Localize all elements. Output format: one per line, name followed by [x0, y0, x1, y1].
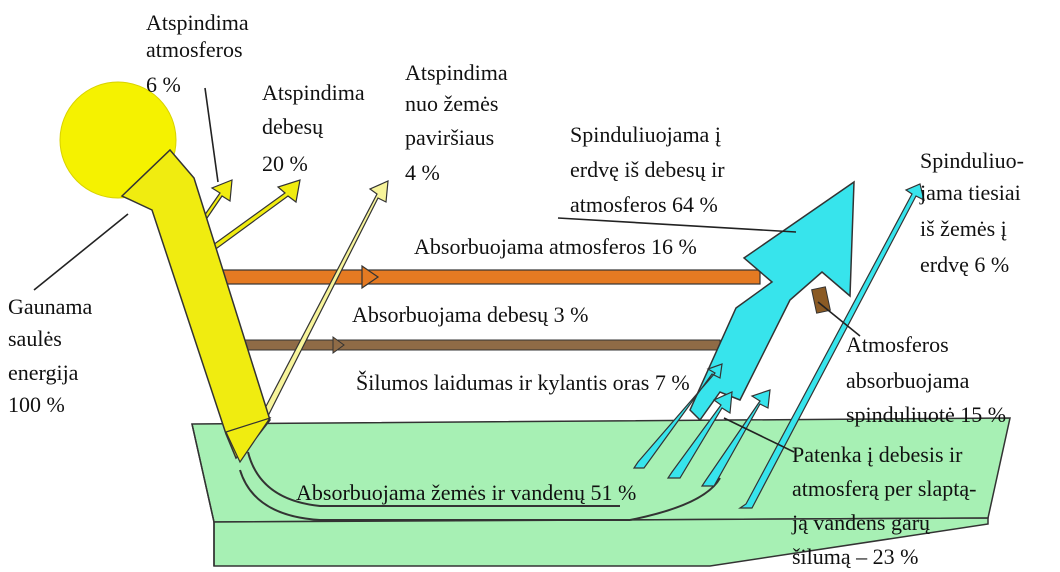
- label-absorbed-clouds: Absorbuojama debesų 3 %: [352, 302, 588, 327]
- label-incoming-solar: Gaunama saulės energija 100 %: [8, 294, 98, 417]
- incoming-solar-arrow: [122, 150, 270, 462]
- label-absorbed-ground-water: Absorbuojama žemės ir vandenų 51 %: [296, 480, 636, 505]
- emitted-clouds-atmosphere-arrow: [690, 182, 854, 420]
- label-absorbed-atmosphere: Absorbuojama atmosferos 16 %: [414, 234, 697, 259]
- label-reflected-surface: Atspindima nuo žemės paviršiaus 4 %: [405, 60, 513, 185]
- label-conduction-convection: Šilumos laidumas ir kylantis oras 7 %: [356, 370, 690, 395]
- label-emitted-surface-direct: Spinduliuo- jama tiesiai iš žemės į erdv…: [919, 148, 1029, 277]
- label-emitted-clouds-atmosphere: Spinduliuojama į erdvę iš debesų ir atmo…: [570, 122, 730, 217]
- label-reflected-atmosphere: Atspindima atmosferos 6 %: [146, 10, 254, 97]
- label-atmosphere-absorbed-radiation: Atmosferos absorbuojama spinduliuotė 15 …: [846, 332, 1006, 427]
- atmosphere-absorption-band: [208, 266, 760, 288]
- label-reflected-clouds: Atspindima debesų 20 %: [262, 80, 370, 176]
